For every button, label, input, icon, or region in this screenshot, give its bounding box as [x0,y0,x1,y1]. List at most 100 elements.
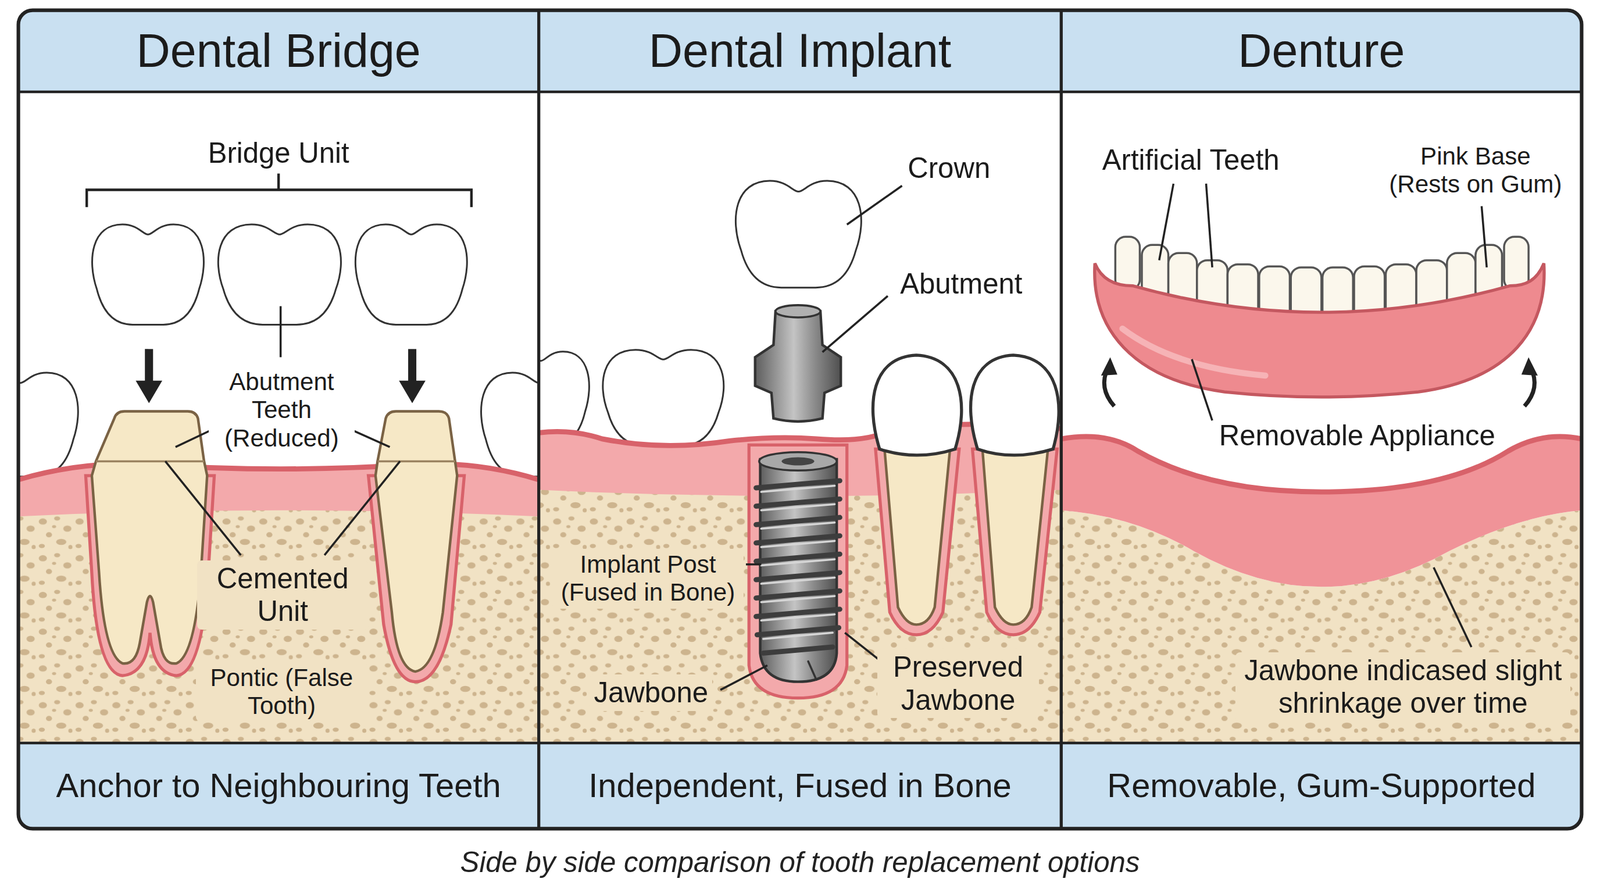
text-slot: Dental Bridge [18,10,539,92]
denture-illustration [1061,183,1582,744]
part-label: Bridge Unit [204,134,354,172]
tooth-margin [377,460,455,463]
placement-arrow [398,380,426,404]
text-slot: Removable, Gum-Supported [1061,743,1582,829]
part-label: Cemented Unit [197,560,369,630]
bracket [86,173,472,207]
panel-heading: Denture [1237,23,1405,78]
leader-lines [279,306,282,358]
removal-arrow [1521,356,1538,376]
implant-threads [756,480,841,680]
label-holder: Pink Base (Rests on Gum) [1381,140,1569,201]
implant-threads [761,540,835,548]
bridge-crown [355,224,467,325]
part-label: Abutment [895,265,1027,303]
label-holder: Pontic (False Tooth) [195,662,368,723]
placement-arrow [135,380,163,404]
abutment-part [775,305,821,318]
label-holder: Implant Post (Fused in Bone) [552,548,745,609]
leader-lines [165,306,400,556]
implant-socket [748,444,847,698]
implant-threads [761,559,835,566]
frame-lines [18,91,1582,744]
placement-arrow [144,348,153,386]
part-label: Removable Appliance [1215,417,1500,455]
summary-text: Anchor to Neighbouring Teeth [56,766,502,806]
implant-threads [761,504,835,511]
label-holder: Bridge Unit [204,134,354,172]
tooth-margin [95,460,205,463]
label-holder: Jawbone [589,674,713,712]
neighbour-tooth [18,372,79,477]
part-label: Preserved Jawbone [877,648,1039,719]
summary-band: Independent, Fused in Bone [538,743,1062,829]
panel-heading: Dental Implant [648,23,952,78]
implant-threads [808,661,817,681]
figure-caption: Side by side comparison of tooth replace… [456,844,1145,881]
frame-lines [18,10,1582,830]
summary-text: Removable, Gum-Supported [1106,766,1536,806]
label-holder: Removable Appliance [1215,417,1500,455]
implant-threads [761,522,835,530]
leader-lines [324,461,400,555]
leader-lines [720,665,768,691]
leader-lines [847,185,903,225]
header-band [18,10,1582,92]
denture-base [1094,263,1545,398]
neighbour-tooth [481,372,539,477]
leader-lines [745,563,762,566]
bridge-crown [92,224,205,325]
part-label: Jawbone [589,674,713,712]
leader-lines [165,461,241,555]
leader-lines [1191,359,1213,421]
part-label: Jawbone indicased slight shrinkage over … [1235,652,1571,722]
part-label: Pontic (False Tooth) [195,662,368,723]
label-holder: Artificial Teeth [1098,141,1284,179]
artificial-teeth [1115,236,1140,290]
tooth-crown [872,355,962,456]
leader-lines [348,428,390,448]
panel-ground [18,10,1582,830]
label-holder: Cemented Unit [197,560,369,630]
tooth-root [981,438,1049,625]
removal-arrow [1101,356,1118,376]
abutment-tooth [91,411,207,664]
label-holder: Jawbone indicased slight shrinkage over … [1235,652,1571,722]
tooth-crown [970,355,1060,456]
leader-lines [1159,183,1487,648]
implant-threads [763,647,833,654]
leader-lines [1206,183,1213,268]
abutment-part [755,311,841,422]
summary-band: Anchor to Neighbouring Teeth [18,743,539,829]
bridge-illustration [18,173,539,744]
caption-holder: Side by side comparison of tooth replace… [456,844,1145,881]
label-holder: Preserved Jawbone [877,648,1039,719]
footer-band [18,743,1582,829]
panel-heading: Dental Bridge [136,23,421,78]
label-holder: Crown [903,150,995,187]
part-label: Pink Base (Rests on Gum) [1381,140,1569,201]
leader-lines [1159,183,1174,261]
text-slot: Denture [1061,10,1582,92]
implant-illustration [538,180,1062,744]
tooth-root [883,438,952,625]
part-label: Implant Post (Fused in Bone) [552,548,745,609]
implant-threads [761,577,835,585]
text-slot: Independent, Fused in Bone [538,743,1062,829]
leader-lines [720,185,902,690]
leader-lines [822,295,888,353]
implant-threads [761,486,835,493]
text-slot: Dental Implant [538,10,1062,92]
implant-threads [761,614,835,621]
implant-post [760,459,838,682]
frame-lines [18,10,1582,830]
leader-lines [1481,206,1487,268]
part-label: Abutment Teeth (Reduced) [208,366,355,455]
implant-crown [735,180,862,288]
placement-arrow [408,348,417,386]
part-label: Crown [903,150,995,187]
part-label: Artificial Teeth [1098,141,1284,179]
leader-lines [1433,567,1472,648]
abutment-tooth [375,411,457,672]
